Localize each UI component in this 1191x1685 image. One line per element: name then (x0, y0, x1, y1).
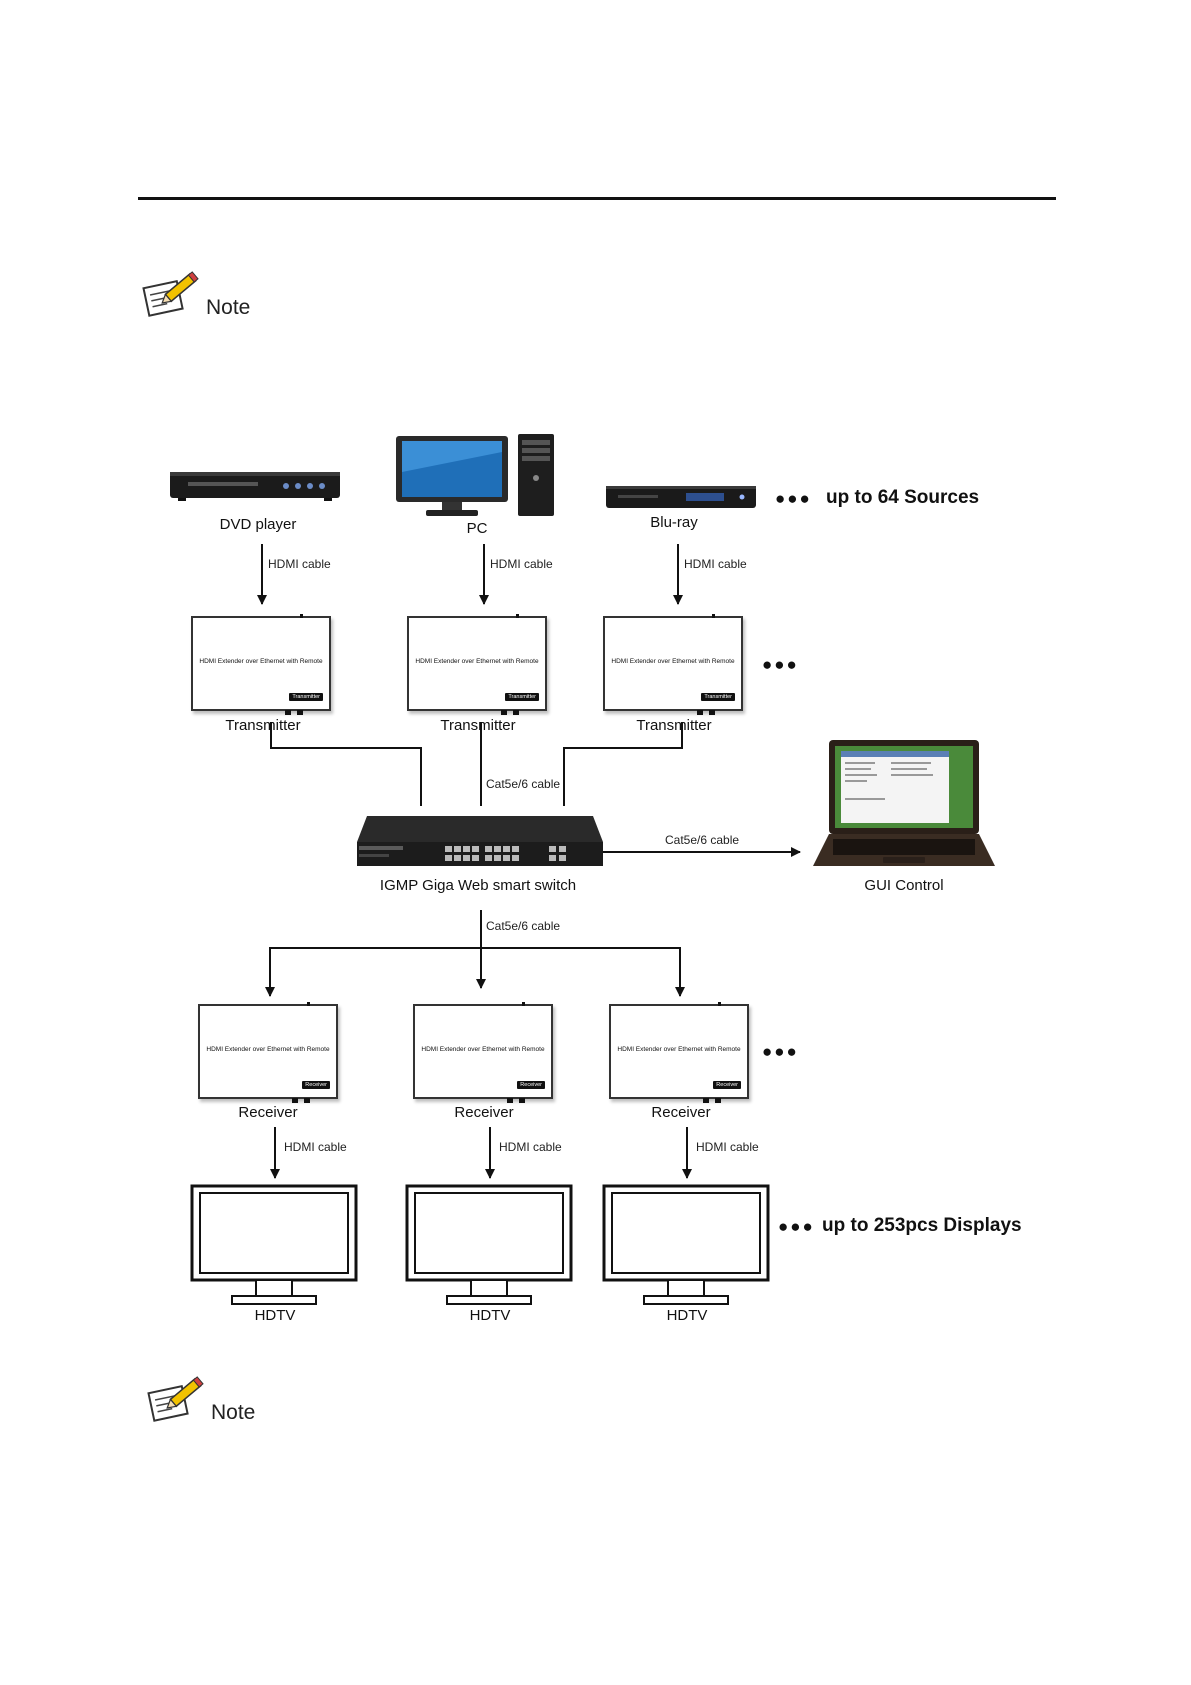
source-cable-pc: HDMI cable (490, 557, 553, 571)
bluray-image (606, 486, 756, 508)
note-pencil-icon (142, 271, 199, 317)
receiver-box: HDMI Extender over Ethernet with Remote … (609, 1002, 749, 1103)
note-top-label: Note (206, 296, 251, 319)
laptop-image (813, 740, 995, 866)
note-pencil-icon (147, 1376, 204, 1422)
note-bottom-label: Note (211, 1401, 256, 1424)
receivers-more-dots: ●●● (762, 1042, 799, 1061)
transmitter-box: HDMI Extender over Ethernet with Remote … (407, 614, 547, 715)
transmitter-label: Transmitter (440, 717, 516, 734)
switch-cable-gui-label: Cat5e/6 cable (665, 833, 740, 847)
receiver-cable-label: HDMI cable (284, 1140, 347, 1154)
receiver-cable-label: HDMI cable (499, 1140, 562, 1154)
switch-label: IGMP Giga Web smart switch (379, 877, 577, 894)
receiver-badge: Receiver (517, 1081, 545, 1089)
transmitter-label: Transmitter (225, 717, 301, 734)
displays-more-dots: ●●● (778, 1217, 815, 1236)
hdtv-label: HDTV (469, 1307, 511, 1324)
pc-image (396, 434, 554, 516)
cat-line-tx1 (270, 722, 422, 806)
hdtv-display-image (190, 1184, 358, 1305)
receiver-box: HDMI Extender over Ethernet with Remote … (413, 1002, 553, 1103)
network-switch-image (357, 816, 603, 866)
transmitter-title: HDMI Extender over Ethernet with Remote (415, 658, 539, 665)
note-top: Note (140, 270, 250, 318)
hdtv-display-image (602, 1184, 770, 1305)
hdtv-label: HDTV (666, 1307, 708, 1324)
transmitter-box: HDMI Extender over Ethernet with Remote … (191, 614, 331, 715)
hdtv-display-image (405, 1184, 573, 1305)
receiver-label: Receiver (454, 1104, 514, 1121)
displays-more-label: up to 253pcs Displays (822, 1215, 1022, 1236)
receiver-box: HDMI Extender over Ethernet with Remote … (198, 1002, 338, 1103)
cat-line-tx3 (563, 722, 683, 806)
switch-cable-out-label: Cat5e/6 cable (486, 919, 561, 933)
sources-more-label: up to 64 Sources (826, 487, 980, 508)
header-rule (138, 197, 1056, 200)
sources-more-dots: ●●● (775, 489, 812, 508)
transmitter-badge: Transmitter (505, 693, 539, 701)
source-label-bluray: Blu-ray (650, 514, 698, 531)
cat-arrow-rx1 (265, 947, 481, 997)
receiver-badge: Receiver (302, 1081, 330, 1089)
source-label-dvd: DVD player (219, 516, 297, 533)
gui-control-label: GUI Control (864, 877, 944, 894)
receiver-cable-label: HDMI cable (696, 1140, 759, 1154)
receiver-title: HDMI Extender over Ethernet with Remote (206, 1046, 330, 1053)
receiver-title: HDMI Extender over Ethernet with Remote (617, 1046, 741, 1053)
transmitter-title: HDMI Extender over Ethernet with Remote (611, 658, 735, 665)
source-cable-dvd: HDMI cable (268, 557, 331, 571)
receiver-badge: Receiver (713, 1081, 741, 1089)
transmitter-box: HDMI Extender over Ethernet with Remote … (603, 614, 743, 715)
dvd-player-image (170, 472, 340, 501)
hdtv-label: HDTV (254, 1307, 296, 1324)
source-label-pc: PC (466, 520, 488, 537)
receiver-label: Receiver (238, 1104, 298, 1121)
cat-arrow-rx3 (481, 947, 685, 997)
transmitters-more-dots: ●●● (762, 655, 799, 674)
note-bottom: Note (145, 1375, 255, 1423)
transmitter-badge: Transmitter (701, 693, 735, 701)
transmitter-label: Transmitter (636, 717, 712, 734)
transmitter-badge: Transmitter (289, 693, 323, 701)
receiver-title: HDMI Extender over Ethernet with Remote (421, 1046, 545, 1053)
switch-cable-in-label: Cat5e/6 cable (486, 777, 561, 791)
receiver-label: Receiver (651, 1104, 711, 1121)
transmitter-title: HDMI Extender over Ethernet with Remote (199, 658, 323, 665)
source-cable-bluray: HDMI cable (684, 557, 747, 571)
